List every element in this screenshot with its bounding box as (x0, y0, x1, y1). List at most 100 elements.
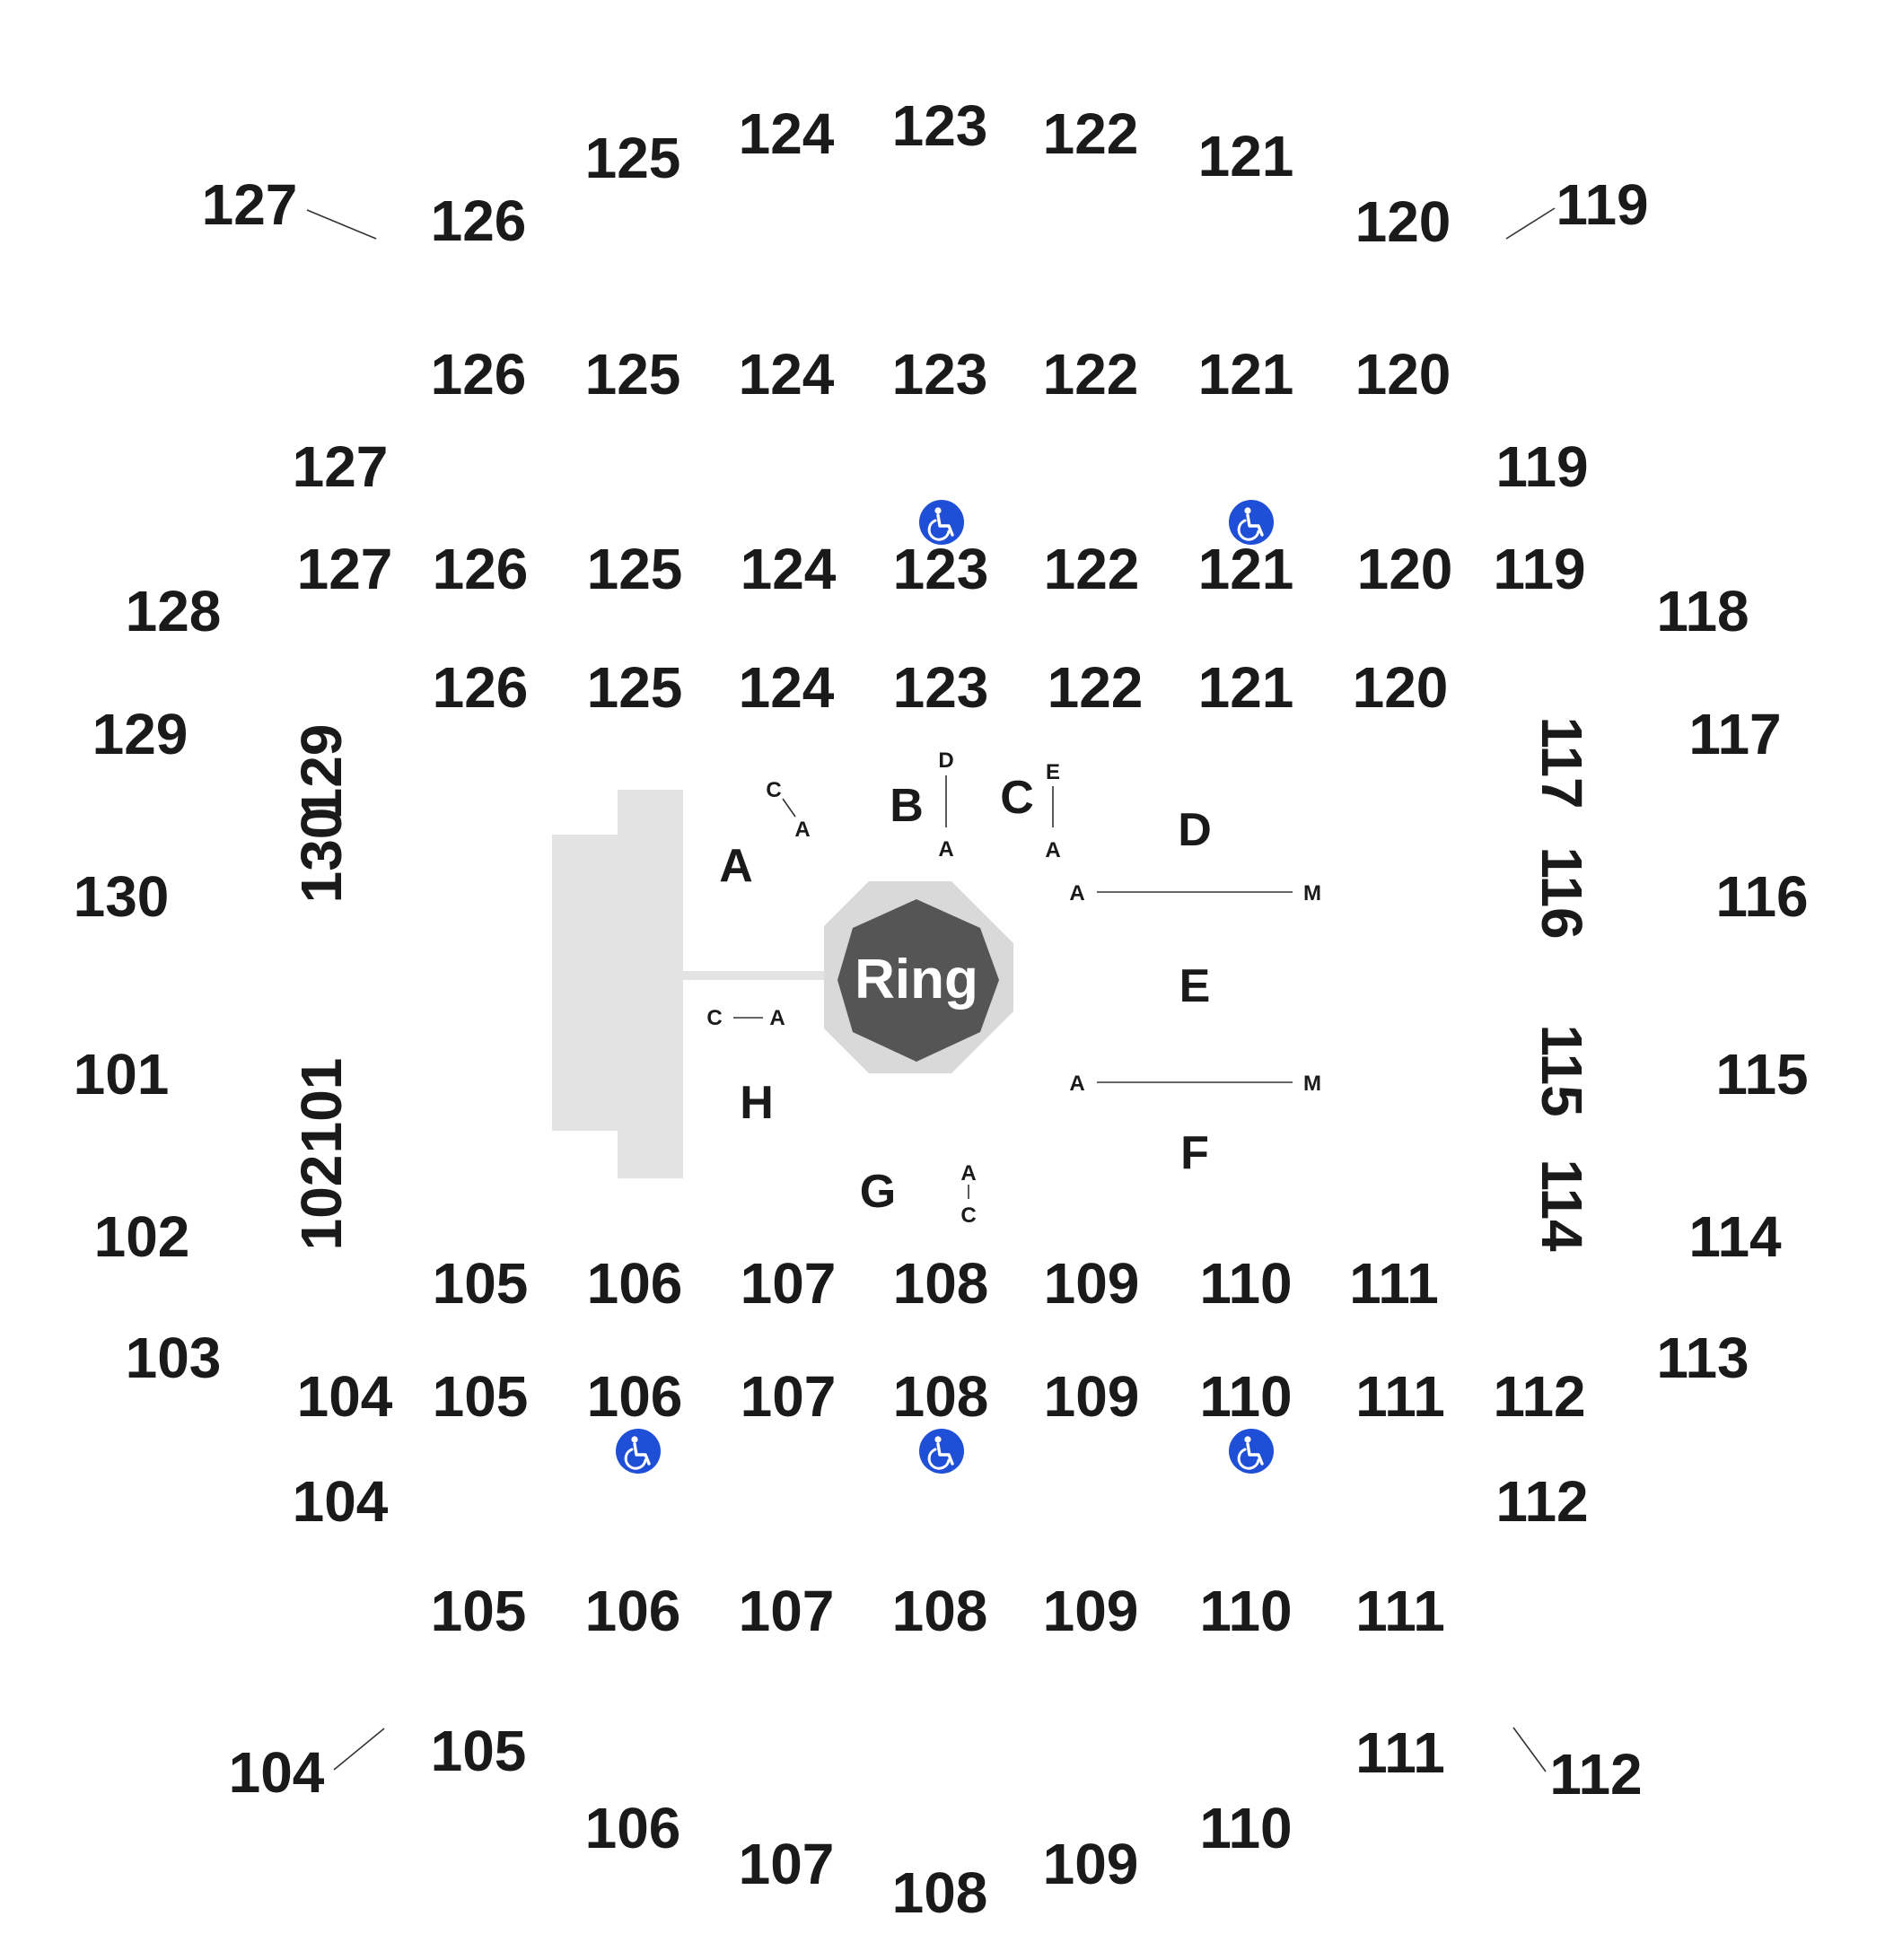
section-label[interactable]: 108 (893, 1364, 989, 1429)
section-label[interactable]: 117 (1688, 702, 1781, 766)
section-label[interactable]: 125 (585, 342, 681, 407)
section-label[interactable]: 110 (1199, 1364, 1292, 1429)
section-label[interactable]: 106 (585, 1796, 681, 1860)
section-label[interactable]: 111 (1355, 1720, 1445, 1785)
section-label[interactable]: 127 (202, 172, 298, 237)
section-label[interactable]: 124 (739, 655, 835, 720)
floor-section-h[interactable]: H (740, 1077, 774, 1129)
section-label[interactable]: 121 (1198, 124, 1294, 188)
floor-section-a[interactable]: A (719, 840, 753, 892)
section-label[interactable]: 123 (892, 342, 988, 407)
section-label[interactable]: 123 (892, 93, 988, 158)
section-label[interactable]: 128 (126, 579, 222, 643)
section-label[interactable]: 122 (1043, 101, 1139, 166)
section-label[interactable]: 111 (1355, 1364, 1445, 1429)
section-label[interactable]: 102 (289, 1155, 354, 1251)
section-label[interactable]: 119 (1556, 172, 1648, 237)
wheelchair-icon[interactable] (1229, 500, 1274, 545)
section-label[interactable]: 114 (1688, 1204, 1782, 1269)
section-label[interactable]: 114 (1530, 1159, 1594, 1252)
section-label[interactable]: 105 (433, 1364, 529, 1429)
section-label[interactable]: 108 (892, 1579, 988, 1643)
floor-section-b[interactable]: B (890, 780, 924, 832)
section-label[interactable]: 121 (1198, 537, 1294, 601)
section-label[interactable]: 112 (1495, 1469, 1588, 1534)
section-label[interactable]: 126 (433, 537, 529, 601)
section-label[interactable]: 126 (433, 655, 529, 720)
section-label[interactable]: 115 (1715, 1042, 1808, 1107)
section-label[interactable]: 122 (1048, 655, 1144, 720)
section-label[interactable]: 120 (1355, 189, 1451, 254)
floor-section-g[interactable]: G (860, 1166, 896, 1218)
section-label[interactable]: 119 (1495, 434, 1588, 499)
section-label[interactable]: 106 (587, 1364, 683, 1429)
section-label[interactable]: 129 (92, 702, 188, 766)
section-label[interactable]: 121 (1198, 342, 1294, 407)
section-label[interactable]: 112 (1549, 1742, 1642, 1807)
section-label[interactable]: 120 (1357, 537, 1453, 601)
floor-section-e[interactable]: E (1179, 960, 1211, 1012)
section-label[interactable]: 126 (431, 188, 527, 253)
section-label[interactable]: 124 (739, 342, 835, 407)
floor-section-c[interactable]: C (1000, 772, 1034, 824)
section-label[interactable]: 102 (94, 1204, 190, 1269)
section-label[interactable]: 107 (739, 1832, 835, 1896)
section-label[interactable]: 124 (739, 101, 835, 166)
section-label[interactable]: 106 (587, 1251, 683, 1316)
section-label[interactable]: 125 (585, 126, 681, 190)
section-label[interactable]: 118 (1656, 579, 1749, 643)
section-label[interactable]: 105 (431, 1579, 527, 1643)
section-label[interactable]: 110 (1199, 1796, 1292, 1860)
wheelchair-icon[interactable] (919, 1429, 964, 1474)
section-label[interactable]: 107 (741, 1251, 837, 1316)
section-label[interactable]: 130 (74, 864, 170, 929)
section-label[interactable]: 101 (74, 1042, 170, 1107)
section-label[interactable]: 103 (126, 1326, 222, 1390)
section-label[interactable]: 109 (1044, 1251, 1140, 1316)
section-label[interactable]: 122 (1044, 537, 1140, 601)
section-label[interactable]: 121 (1198, 655, 1294, 720)
section-label[interactable]: 116 (1530, 846, 1594, 939)
ring[interactable]: Ring (824, 881, 1013, 1073)
section-label[interactable]: 110 (1199, 1251, 1292, 1316)
wheelchair-icon[interactable] (1229, 1429, 1274, 1474)
wheelchair-icon[interactable] (616, 1429, 661, 1474)
section-label[interactable]: 127 (293, 434, 389, 499)
section-label[interactable]: 130 (289, 808, 354, 904)
section-label[interactable]: 108 (892, 1860, 988, 1925)
section-label[interactable]: 117 (1530, 716, 1594, 809)
section-label[interactable]: 120 (1355, 342, 1451, 407)
section-label[interactable]: 109 (1043, 1832, 1139, 1896)
section-label[interactable]: 106 (585, 1579, 681, 1643)
section-label[interactable]: 105 (433, 1251, 529, 1316)
section-label[interactable]: 124 (741, 537, 837, 601)
floor-section-f[interactable]: F (1180, 1127, 1209, 1179)
section-label[interactable]: 129 (289, 724, 354, 820)
section-label[interactable]: 126 (431, 342, 527, 407)
section-label[interactable]: 111 (1355, 1579, 1445, 1643)
section-label[interactable]: 125 (587, 537, 683, 601)
section-label[interactable]: 125 (587, 655, 683, 720)
section-label[interactable]: 108 (893, 1251, 989, 1316)
section-label[interactable]: 112 (1493, 1364, 1585, 1429)
section-label[interactable]: 123 (893, 655, 989, 720)
section-label[interactable]: 119 (1493, 537, 1585, 601)
section-label[interactable]: 111 (1349, 1251, 1439, 1316)
section-label[interactable]: 116 (1715, 864, 1808, 929)
section-label[interactable]: 104 (293, 1469, 389, 1534)
section-label[interactable]: 120 (1353, 655, 1449, 720)
section-label[interactable]: 109 (1043, 1579, 1139, 1643)
section-label[interactable]: 113 (1656, 1326, 1749, 1390)
section-label[interactable]: 107 (739, 1579, 835, 1643)
section-label[interactable]: 104 (297, 1364, 393, 1429)
section-label[interactable]: 115 (1530, 1024, 1594, 1116)
section-label[interactable]: 109 (1044, 1364, 1140, 1429)
wheelchair-icon[interactable] (919, 500, 964, 545)
section-label[interactable]: 122 (1043, 342, 1139, 407)
section-label[interactable]: 101 (289, 1058, 354, 1154)
section-label[interactable]: 127 (297, 537, 393, 601)
ring-octagon[interactable] (837, 899, 999, 1062)
section-label[interactable]: 105 (431, 1719, 527, 1783)
section-label[interactable]: 110 (1199, 1579, 1292, 1643)
section-label[interactable]: 104 (229, 1740, 325, 1805)
